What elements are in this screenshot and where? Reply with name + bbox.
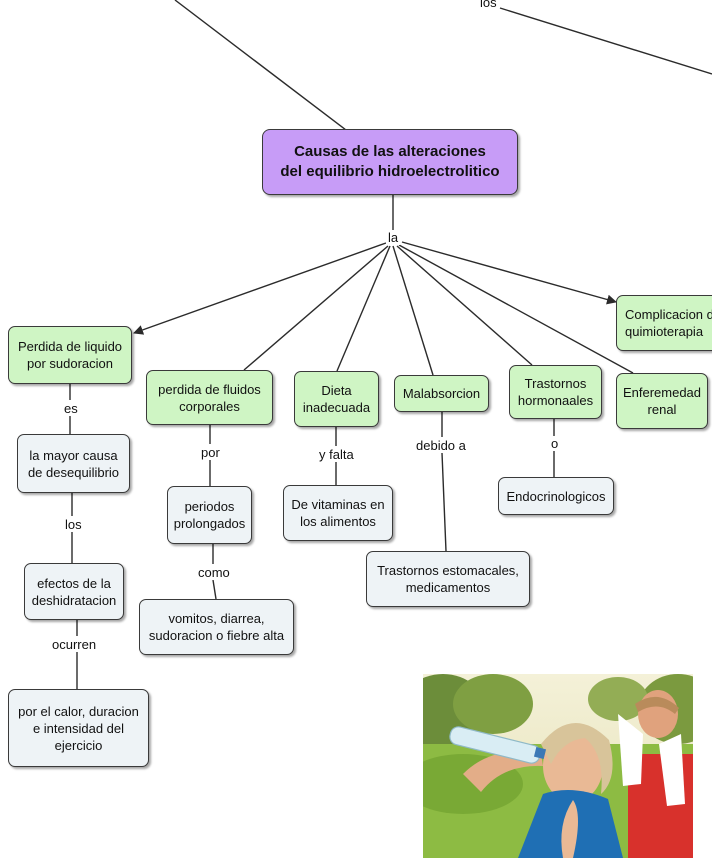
woman-drinking-water-photo bbox=[423, 674, 693, 858]
node-enfermedad-renal[interactable]: Enferemedad renal bbox=[616, 373, 708, 429]
link-la-malabsorcion bbox=[392, 245, 434, 376]
link-la-dieta bbox=[336, 245, 391, 372]
link-label-como: como bbox=[196, 565, 232, 580]
node-malabsorcion[interactable]: Malabsorcion bbox=[394, 375, 489, 412]
node-trastornos-hormonales[interactable]: Trastornos hormonaales bbox=[509, 365, 602, 419]
node-efectos-deshidratacion[interactable]: efectos de la deshidratacion bbox=[24, 563, 124, 620]
central-concept-node[interactable]: Causas de las alteraciones del equilibri… bbox=[262, 129, 518, 195]
node-complicacion-quimioterapia[interactable]: Complicacion d quimioterapia bbox=[616, 295, 712, 351]
link-label-ocurren: ocurren bbox=[50, 637, 99, 652]
link-label-la: la bbox=[386, 230, 401, 245]
link-la-quimio bbox=[401, 241, 617, 305]
link-la-fluidos bbox=[243, 245, 389, 371]
link-top-right bbox=[499, 7, 712, 75]
link-label-o: o bbox=[549, 436, 561, 451]
link-label-es: es bbox=[62, 401, 80, 416]
node-vitaminas-alimentos[interactable]: De vitaminas en los alimentos bbox=[283, 485, 393, 541]
node-endocrinologicos[interactable]: Endocrinologicos bbox=[498, 477, 614, 515]
node-perdida-fluidos-corporales[interactable]: perdida de fluidos corporales bbox=[146, 370, 273, 425]
link-label-por: por bbox=[199, 445, 222, 460]
link-label-y-falta: y falta bbox=[317, 447, 356, 462]
link-la-sudoracion bbox=[133, 242, 387, 335]
node-mayor-causa-desequilibrio[interactable]: la mayor causa de desequilibrio bbox=[17, 434, 130, 493]
node-perdida-liquido-sudoracion[interactable]: Perdida de liquido por sudoracion bbox=[8, 326, 132, 384]
link-label-los-top: los bbox=[478, 0, 499, 10]
node-calor-duracion-ejercicio[interactable]: por el calor, duracion e intensidad del … bbox=[8, 689, 149, 767]
link-la-renal bbox=[398, 244, 634, 374]
link-label-los: los bbox=[63, 517, 84, 532]
photo-illustration bbox=[423, 674, 693, 858]
node-dieta-inadecuada[interactable]: Dieta inadecuada bbox=[294, 371, 379, 427]
node-vomitos-diarrea-fiebre[interactable]: vomitos, diarrea, sudoracion o fiebre al… bbox=[139, 599, 294, 655]
link-la-hormonales bbox=[396, 245, 533, 366]
node-periodos-prolongados[interactable]: periodos prolongados bbox=[167, 486, 252, 544]
node-trastornos-estomacales[interactable]: Trastornos estomacales, medicamentos bbox=[366, 551, 530, 607]
link-top-left bbox=[174, 0, 347, 131]
link-label-debido-a: debido a bbox=[414, 438, 468, 453]
